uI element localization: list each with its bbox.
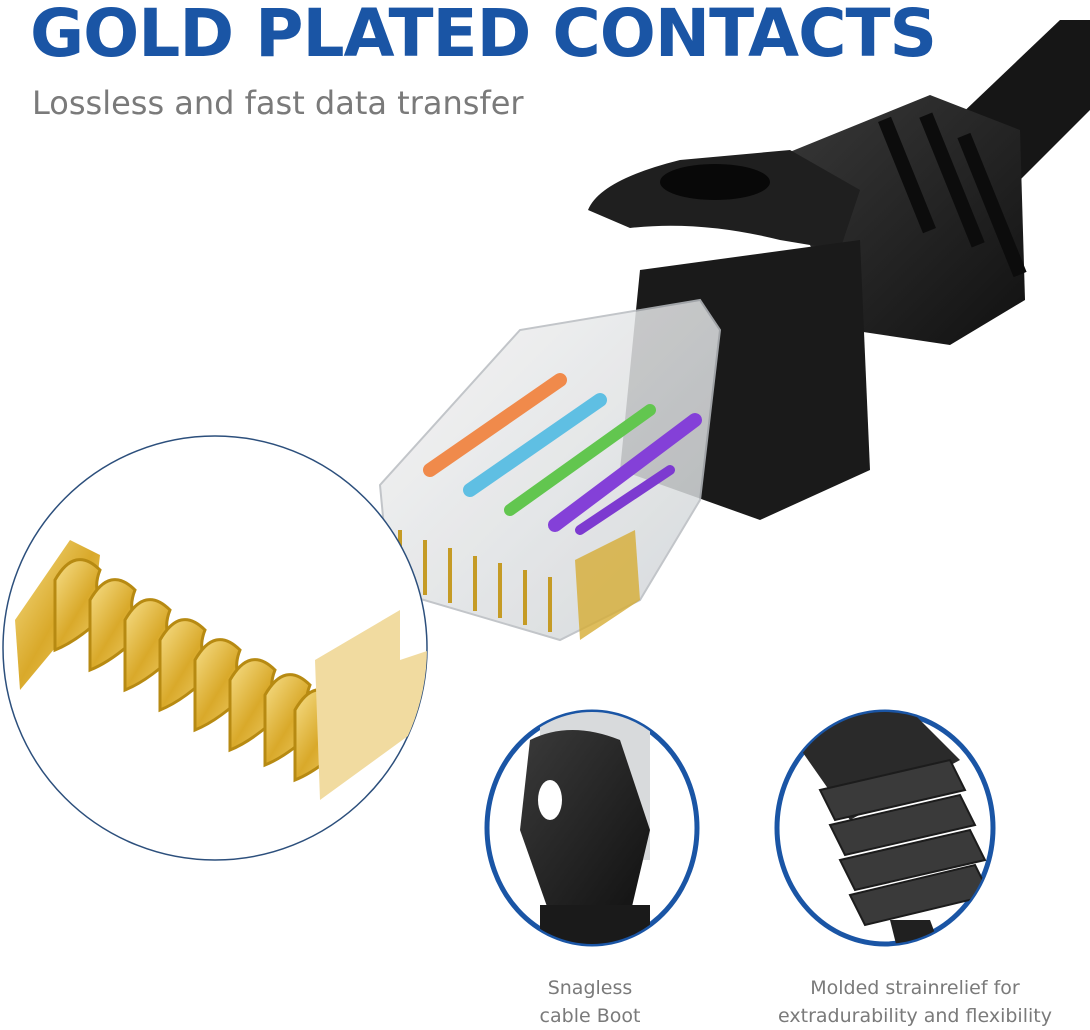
- caption-line: cable Boot: [539, 1005, 641, 1027]
- strain-relief-closeup-icon: [774, 709, 996, 947]
- strain-relief-caption: Molded strainrelief for extradurability …: [760, 974, 1070, 1030]
- caption-line: Molded strainrelief for: [810, 977, 1020, 999]
- gold-contacts-closeup-icon: [2, 435, 428, 861]
- caption-line: extradurability and flexibility: [778, 1005, 1052, 1027]
- snagless-boot-caption: Snagless cable Boot: [520, 974, 660, 1030]
- caption-line: Snagless: [547, 977, 633, 999]
- headline: GOLD PLATED CONTACTS: [30, 0, 937, 72]
- subheadline: Lossless and fast data transfer: [32, 84, 524, 122]
- main-connector-icon: [378, 20, 1090, 642]
- snagless-boot-closeup-icon: [484, 709, 700, 947]
